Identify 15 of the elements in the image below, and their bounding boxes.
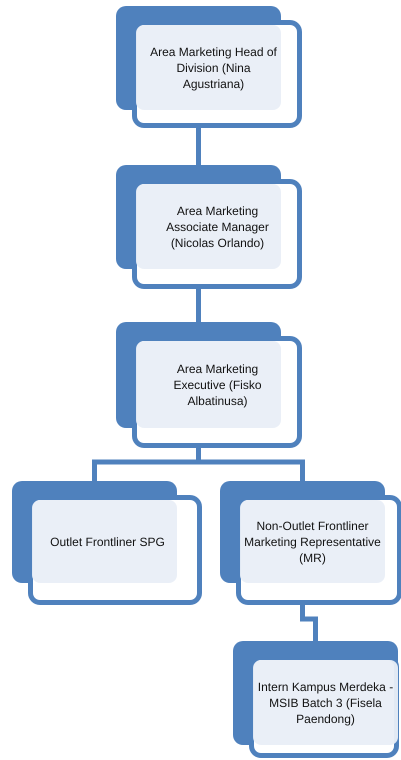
role-text: Intern Kampus Merdeka - MSIB Batch 3 (Fisela Paendong) (256, 678, 394, 726)
role-text: Area Marketing Associate Manager (Nicolas Orlando) (165, 202, 270, 250)
org-chart-box (116, 322, 302, 448)
role-text: Area Marketing Executive (Fisko Albatinusa) (172, 360, 263, 408)
org-chart-box (116, 165, 302, 289)
org-chart-box (12, 481, 202, 605)
role-text: Area Marketing Head of Division (Nina Agustriana) (149, 44, 278, 92)
connector-line (196, 289, 201, 322)
org-chart-box (220, 481, 401, 605)
role-text: Non-Outlet Frontliner Marketing Representative (MR) (243, 518, 382, 566)
role-text: Outlet Frontliner SPG (50, 534, 165, 550)
connector-line (300, 605, 318, 641)
connector-line (196, 128, 201, 165)
org-chart-box (233, 641, 399, 758)
org-chart-box (116, 6, 302, 128)
